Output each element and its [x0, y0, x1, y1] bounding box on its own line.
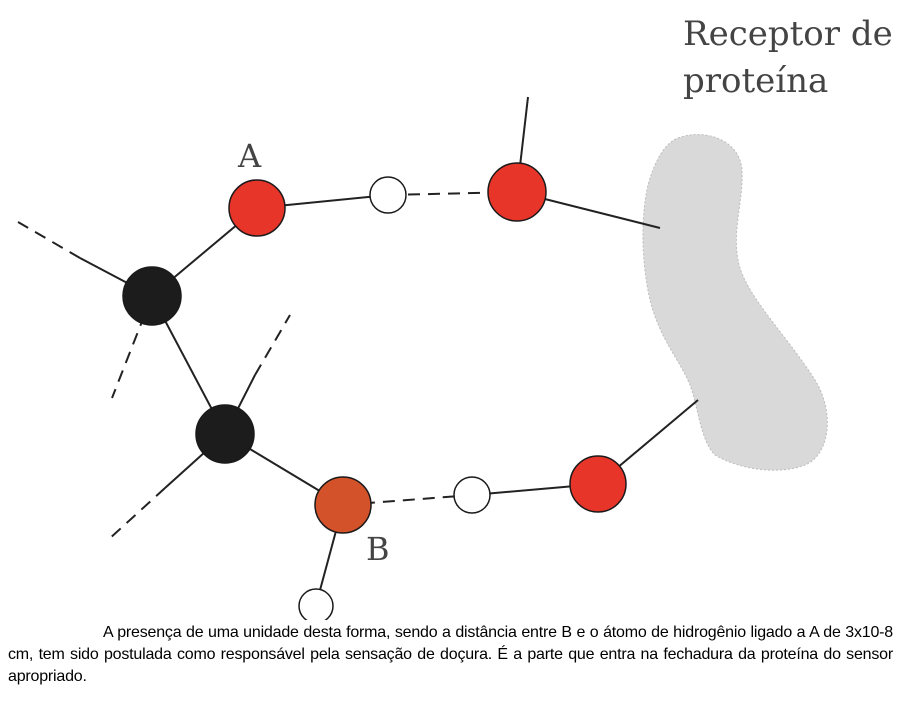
- atoms: [122, 162, 627, 620]
- figure-caption: A presença de uma unidade desta forma, s…: [8, 624, 893, 685]
- bond-left-dashed: [17, 221, 81, 259]
- receptor-label-line1: Receptor de: [683, 14, 893, 54]
- hydrogen-atom-bottom: [453, 476, 491, 514]
- protein-receptor-blob: [642, 134, 828, 471]
- oxygen-atom-b: [314, 476, 372, 534]
- receptor-label-line2: proteína: [683, 61, 828, 101]
- bond-carbon1-down-dashed: [111, 295, 153, 399]
- atom-label-a: A: [237, 137, 262, 175]
- carbon-atom-1: [122, 266, 182, 326]
- bond-carbon2-up-dashed: [254, 314, 291, 376]
- bonds: [79, 96, 699, 606]
- dashed-bonds: [17, 191, 518, 541]
- sweetness-receptor-diagram: A B Receptor de proteína: [17, 14, 893, 620]
- hydrogen-atom-b-bottom: [298, 588, 334, 620]
- atom-label-b: B: [366, 530, 390, 568]
- oxygen-atom-a: [228, 179, 286, 237]
- bond-carbon2-downleft-dashed: [107, 487, 166, 541]
- oxygen-atom-bottom-right: [569, 455, 627, 513]
- oxygen-atom-top-right: [487, 162, 547, 222]
- carbon-atom-2: [195, 404, 255, 464]
- hydrogen-atom-top: [369, 176, 407, 214]
